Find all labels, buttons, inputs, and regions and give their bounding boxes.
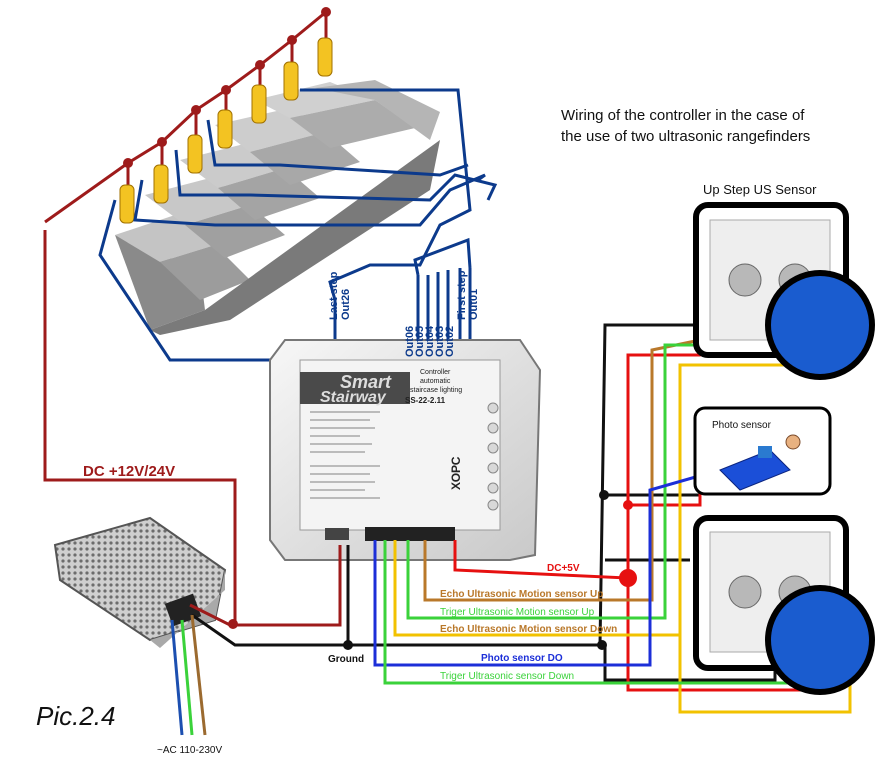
output-wires: [98, 88, 498, 362]
up-sensor: [693, 202, 875, 380]
out01-label: Out01: [468, 289, 480, 320]
ac-wires: [170, 614, 207, 736]
echo-down-label: Echo Ultrasonic Motion sensor Down: [440, 624, 617, 635]
controller-side-text: ХОРС: [449, 456, 463, 490]
out06-label: Out06: [404, 326, 416, 357]
out04-label: Out04: [424, 325, 436, 357]
echo-up-label: Echo Ultrasonic Motion sensor Up: [440, 589, 603, 600]
controller-brand-2: Stairway: [320, 389, 387, 406]
supply-junction: [228, 619, 238, 629]
title-line-1: Wiring of the controller in the case of: [561, 107, 805, 124]
photo-sensor-label: Photo sensor: [712, 420, 772, 431]
photo-sensor: [693, 406, 832, 496]
up-sensor-label: Up Step US Sensor: [703, 182, 817, 197]
railing-joints: [123, 7, 331, 168]
down-sensor: [693, 515, 875, 695]
ground-label: Ground: [328, 654, 364, 665]
dc5-junction-2: [623, 500, 633, 510]
controller-brand-1: Smart: [340, 372, 392, 392]
ac-label: ~AC 110-230V: [157, 745, 222, 756]
output-labels: Last step Out26 Out06 Out05 Out04 Out03 …: [328, 270, 480, 357]
led-lamps: [119, 37, 333, 224]
railing: [43, 10, 328, 625]
controller-model: SS-22-2.11: [405, 396, 446, 405]
supply-label: DC +12V/24V: [83, 463, 175, 480]
dc5-junction: [619, 569, 637, 587]
out03-label: Out03: [434, 326, 446, 357]
photo-do-label: Photo sensor DO: [481, 653, 563, 664]
out02-label: Out02: [444, 326, 456, 357]
out05-label: Out05: [414, 326, 426, 357]
pic-label: Pic.2.4: [36, 701, 116, 731]
dc5-label: DC+5V: [547, 563, 580, 574]
power-supply: [53, 516, 227, 648]
photo-wire: [373, 468, 721, 667]
last-step-label: Last step: [328, 271, 340, 320]
title-line-2: the use of two ultrasonic rangefinders: [561, 128, 810, 145]
ground-junctions: [343, 490, 609, 650]
controller-desc-3: staircase lighting: [410, 387, 462, 394]
staircase: [115, 80, 440, 335]
controller-desc-2: automatic: [420, 378, 451, 385]
out26-label: Out26: [340, 289, 352, 320]
controller-desc-1: Controller: [420, 369, 451, 376]
controller-box: Smart Stairway Controller automatic stai…: [269, 339, 542, 561]
first-step-label: First step: [456, 270, 468, 320]
trig-up-label: Triger Ultrasonic Motion sensor Up: [440, 607, 595, 618]
supply-wire: [189, 545, 342, 627]
trig-down-label: Triger Ultrasonic sensor Down: [440, 671, 574, 682]
